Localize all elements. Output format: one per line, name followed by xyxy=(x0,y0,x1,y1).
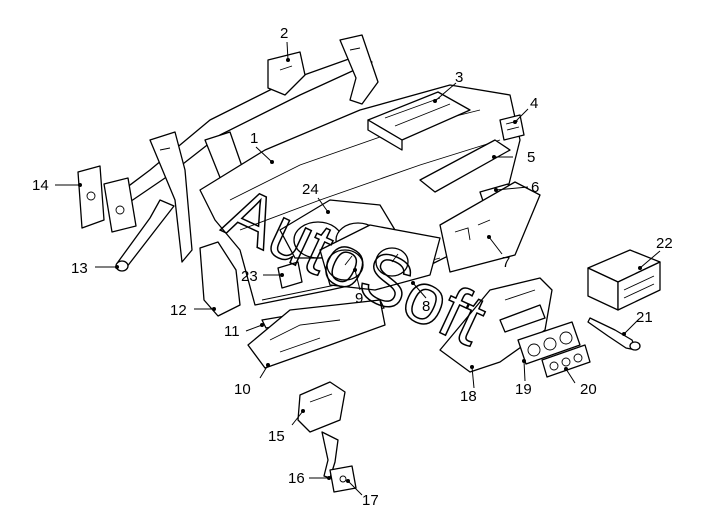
callout-2: 2 xyxy=(280,25,288,42)
callout-4: 4 xyxy=(530,95,538,112)
callout-3: 3 xyxy=(455,69,463,86)
callout-labels: 1 2 3 4 5 6 7 8 9 10 11 12 13 14 15 16 1… xyxy=(32,25,673,509)
control-panel xyxy=(541,344,591,378)
callout-22: 22 xyxy=(656,235,673,252)
left-bracket xyxy=(77,165,137,233)
callout-8: 8 xyxy=(422,298,430,315)
upper-trim xyxy=(419,139,511,193)
audio-unit xyxy=(587,249,661,311)
leader-lines xyxy=(55,41,661,496)
callout-13: 13 xyxy=(71,260,88,277)
callout-18: 18 xyxy=(460,388,477,405)
callout-19: 19 xyxy=(515,381,532,398)
defroster-panel xyxy=(367,91,471,151)
callout-7: 7 xyxy=(502,254,510,271)
callout-12: 12 xyxy=(170,302,187,319)
leader-dots xyxy=(78,58,642,483)
combination-meter xyxy=(319,224,441,291)
callout-11: 11 xyxy=(224,323,240,340)
connector xyxy=(587,317,641,351)
pedal-bracket xyxy=(297,381,346,433)
callout-1: 1 xyxy=(250,130,258,147)
callout-9: 9 xyxy=(355,290,363,307)
center-console xyxy=(439,277,553,373)
small-bracket xyxy=(329,465,357,493)
lower-cover xyxy=(277,261,303,289)
callout-16: 16 xyxy=(288,470,305,487)
callout-5: 5 xyxy=(527,149,535,166)
callout-20: 20 xyxy=(580,381,597,398)
callout-24: 24 xyxy=(302,181,319,198)
callout-10: 10 xyxy=(234,381,251,398)
callout-21: 21 xyxy=(636,309,653,326)
callout-15: 15 xyxy=(268,428,285,445)
heater-control xyxy=(517,321,581,365)
callout-17: 17 xyxy=(362,492,379,509)
side-panel xyxy=(199,241,241,317)
callout-6: 6 xyxy=(531,179,539,196)
cross-car-beam xyxy=(109,34,379,263)
callout-23: 23 xyxy=(241,268,258,285)
side-vent xyxy=(499,114,525,141)
callout-14: 14 xyxy=(32,177,49,194)
under-cover xyxy=(247,299,386,369)
